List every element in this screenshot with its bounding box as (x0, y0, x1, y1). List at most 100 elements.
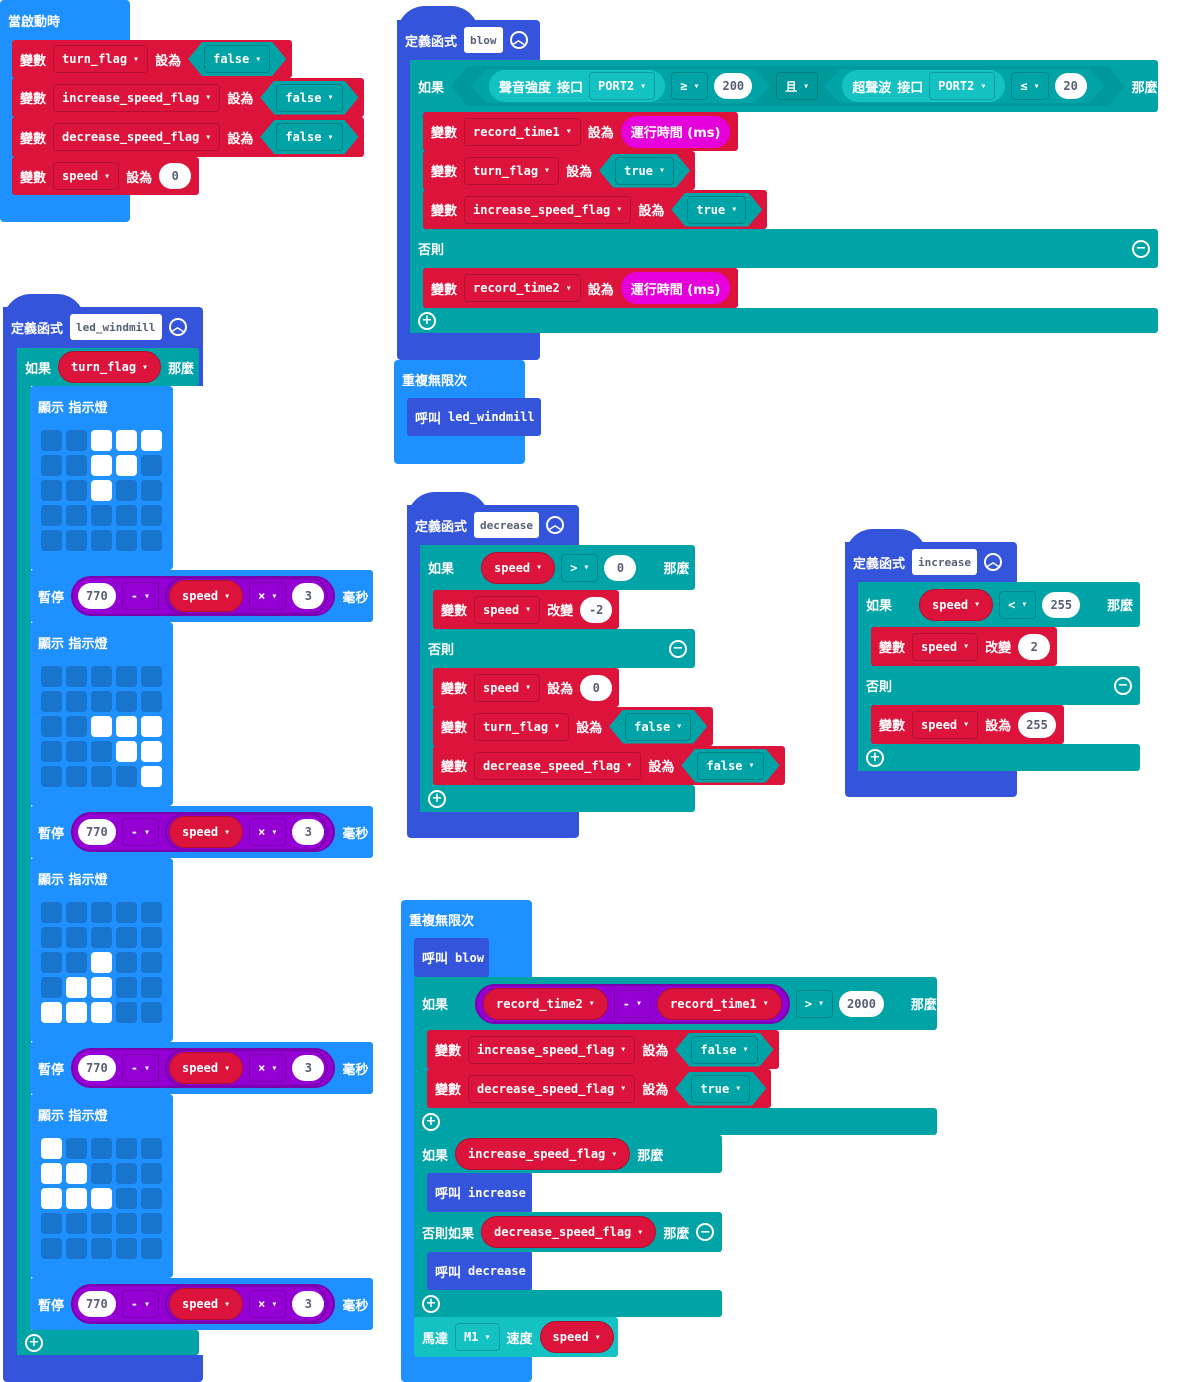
number-input[interactable]: 0 (159, 163, 192, 189)
led-off[interactable] (141, 1163, 162, 1184)
boolean-value[interactable]: false▾ (609, 710, 707, 744)
led-off[interactable] (41, 1213, 62, 1234)
led-off[interactable] (66, 766, 87, 787)
led-off[interactable] (66, 741, 87, 762)
number-input[interactable]: 2 (1018, 633, 1051, 660)
function-name-input[interactable]: led_windmill (70, 314, 162, 340)
led-on[interactable] (91, 716, 112, 737)
show-leds-block[interactable]: 顯示 指示燈 (30, 1094, 173, 1278)
led-on[interactable] (66, 1163, 87, 1184)
boolean-dropdown[interactable]: false▾ (204, 45, 270, 73)
led-on[interactable] (66, 977, 87, 998)
variable-dropdown[interactable]: decrease_speed_flag▾ (474, 751, 642, 780)
variable-reporter[interactable]: record_time1▾ (657, 988, 782, 1020)
led-off[interactable] (116, 952, 137, 973)
led-on[interactable] (41, 1138, 62, 1159)
variable-dropdown[interactable]: speed▾ (53, 162, 120, 190)
led-off[interactable] (116, 927, 137, 948)
if-block[interactable]: 如果 turn_flag▾ 那麼 (17, 348, 199, 386)
math-operator-dropdown[interactable]: ×▾ (249, 1054, 287, 1082)
led-off[interactable] (41, 716, 62, 737)
boolean-dropdown[interactable]: false▾ (691, 1036, 757, 1064)
if-block[interactable]: 如果 increase_speed_flag▾ 那麼 (414, 1135, 722, 1173)
collapse-icon[interactable]: ︿ (168, 318, 187, 336)
led-off[interactable] (91, 1213, 112, 1234)
led-off[interactable] (41, 977, 62, 998)
subtract-reporter[interactable]: record_time2▾ -▾ record_time1▾ (475, 984, 790, 1024)
led-off[interactable] (41, 666, 62, 687)
boolean-value[interactable]: true▾ (675, 1072, 766, 1106)
variable-reporter[interactable]: speed▾ (168, 580, 244, 612)
set-variable-block[interactable]: 變數 decrease_speed_flag▾ 設為 false▾ (433, 746, 785, 785)
variable-reporter[interactable]: speed▾ (168, 816, 244, 848)
led-on[interactable] (116, 455, 137, 476)
boolean-dropdown[interactable]: false▾ (276, 123, 342, 151)
set-variable-block[interactable]: 變數 speed▾ 設為 0 (433, 668, 619, 707)
math-operator-dropdown[interactable]: ×▾ (249, 1290, 287, 1318)
boolean-value[interactable]: true▾ (599, 154, 690, 188)
led-on[interactable] (91, 480, 112, 501)
variable-dropdown[interactable]: increase_speed_flag▾ (464, 195, 632, 224)
boolean-dropdown[interactable]: true▾ (615, 157, 674, 185)
led-off[interactable] (91, 1138, 112, 1159)
operator-dropdown[interactable]: ≤▾ (1011, 72, 1048, 100)
math-operator-dropdown[interactable]: -▾ (121, 818, 159, 846)
led-on[interactable] (91, 430, 112, 451)
variable-reporter[interactable]: speed▾ (539, 1321, 614, 1353)
function-name-input[interactable]: blow (464, 27, 503, 53)
led-off[interactable] (91, 927, 112, 948)
variable-dropdown[interactable]: decrease_speed_flag▾ (468, 1074, 636, 1103)
led-on[interactable] (91, 455, 112, 476)
led-off[interactable] (41, 505, 62, 526)
running-time-reporter[interactable]: 運行時間 (ms) (620, 115, 731, 148)
boolean-value[interactable]: false▾ (260, 81, 358, 115)
led-off[interactable] (66, 430, 87, 451)
function-name-input[interactable]: increase (912, 549, 977, 575)
if-block[interactable]: 如果 speed▾ <▾ 255 那麼 (858, 582, 1140, 627)
led-off[interactable] (66, 1138, 87, 1159)
led-off[interactable] (116, 530, 137, 551)
variable-dropdown[interactable]: increase_speed_flag▾ (53, 83, 221, 112)
led-off[interactable] (141, 530, 162, 551)
led-off[interactable] (41, 766, 62, 787)
variable-reporter[interactable]: turn_flag▾ (58, 351, 162, 383)
logic-dropdown[interactable]: 且▾ (776, 72, 818, 100)
led-off[interactable] (141, 952, 162, 973)
led-off[interactable] (141, 455, 162, 476)
boolean-value[interactable]: false▾ (675, 1033, 773, 1067)
led-off[interactable] (66, 480, 87, 501)
variable-dropdown[interactable]: turn_flag▾ (474, 712, 570, 741)
led-on[interactable] (66, 1002, 87, 1023)
operator-dropdown[interactable]: >▾ (796, 990, 833, 1018)
change-variable-block[interactable]: 變數 speed▾ 改變 -2 (433, 590, 619, 629)
led-off[interactable] (116, 505, 137, 526)
add-branch-icon[interactable]: + (418, 311, 436, 330)
led-off[interactable] (116, 766, 137, 787)
led-off[interactable] (41, 530, 62, 551)
led-off[interactable] (66, 1213, 87, 1234)
led-off[interactable] (66, 927, 87, 948)
led-off[interactable] (141, 691, 162, 712)
remove-else-icon[interactable]: − (1114, 676, 1132, 695)
led-off[interactable] (41, 1238, 62, 1259)
set-variable-block[interactable]: 變數 increase_speed_flag▾ 設為 true▾ (423, 190, 767, 229)
motor-speed-block[interactable]: 馬達 M1▾ 速度 speed▾ (414, 1317, 618, 1357)
number-input[interactable]: 255 (1018, 711, 1056, 738)
collapse-icon[interactable]: ︿ (509, 31, 528, 49)
call-function-block[interactable]: 呼叫 decrease (427, 1252, 532, 1290)
math-reporter[interactable]: 770 -▾ speed▾ ×▾ 3 (71, 812, 336, 852)
math-reporter[interactable]: 770 -▾ speed▾ ×▾ 3 (71, 1284, 336, 1324)
add-branch-icon[interactable]: + (422, 1112, 440, 1131)
variable-dropdown[interactable]: record_time2▾ (464, 274, 581, 302)
led-grid[interactable] (41, 666, 162, 787)
variable-dropdown[interactable]: speed▾ (912, 632, 979, 661)
led-off[interactable] (41, 430, 62, 451)
set-variable-block[interactable]: 變數 decrease_speed_flag▾ 設為 false▾ (12, 117, 364, 157)
boolean-value[interactable]: false▾ (188, 42, 286, 76)
remove-else-if-icon[interactable]: − (696, 1223, 715, 1241)
led-off[interactable] (66, 952, 87, 973)
led-off[interactable] (91, 1163, 112, 1184)
variable-dropdown[interactable]: decrease_speed_flag▾ (53, 123, 221, 151)
math-operator-dropdown[interactable]: -▾ (121, 1290, 159, 1318)
